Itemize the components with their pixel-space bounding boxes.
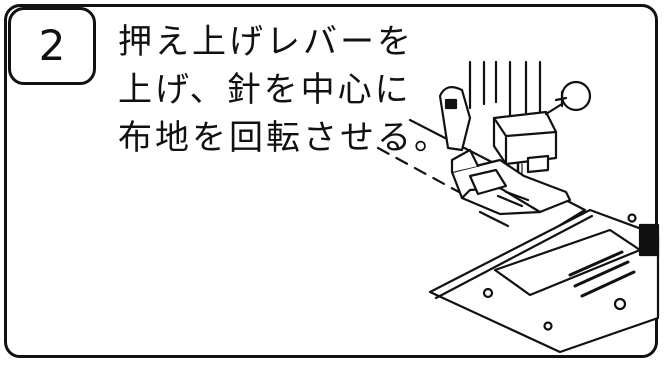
presser-bar bbox=[468, 60, 498, 110]
feed-dog-slots bbox=[568, 250, 636, 298]
step-number: 2 bbox=[38, 21, 66, 70]
instruction-line-2: 上げ、針を中心に bbox=[118, 70, 412, 110]
fabric-dashed-edge bbox=[376, 146, 472, 200]
plate-mark bbox=[638, 223, 660, 257]
presser-foot bbox=[450, 158, 572, 216]
presser-lever bbox=[438, 85, 472, 152]
instruction-line-3: 布地を回転させる。 bbox=[118, 118, 451, 158]
thumb-screw-icon bbox=[560, 80, 592, 112]
instruction-line-1: 押え上げレバーを bbox=[118, 22, 414, 62]
needle-clamp bbox=[492, 110, 558, 166]
instruction-text: 押え上げレバーを 上げ、針を中心に 布地を回転させる。 bbox=[118, 18, 451, 162]
step-badge: 2 bbox=[8, 7, 96, 85]
